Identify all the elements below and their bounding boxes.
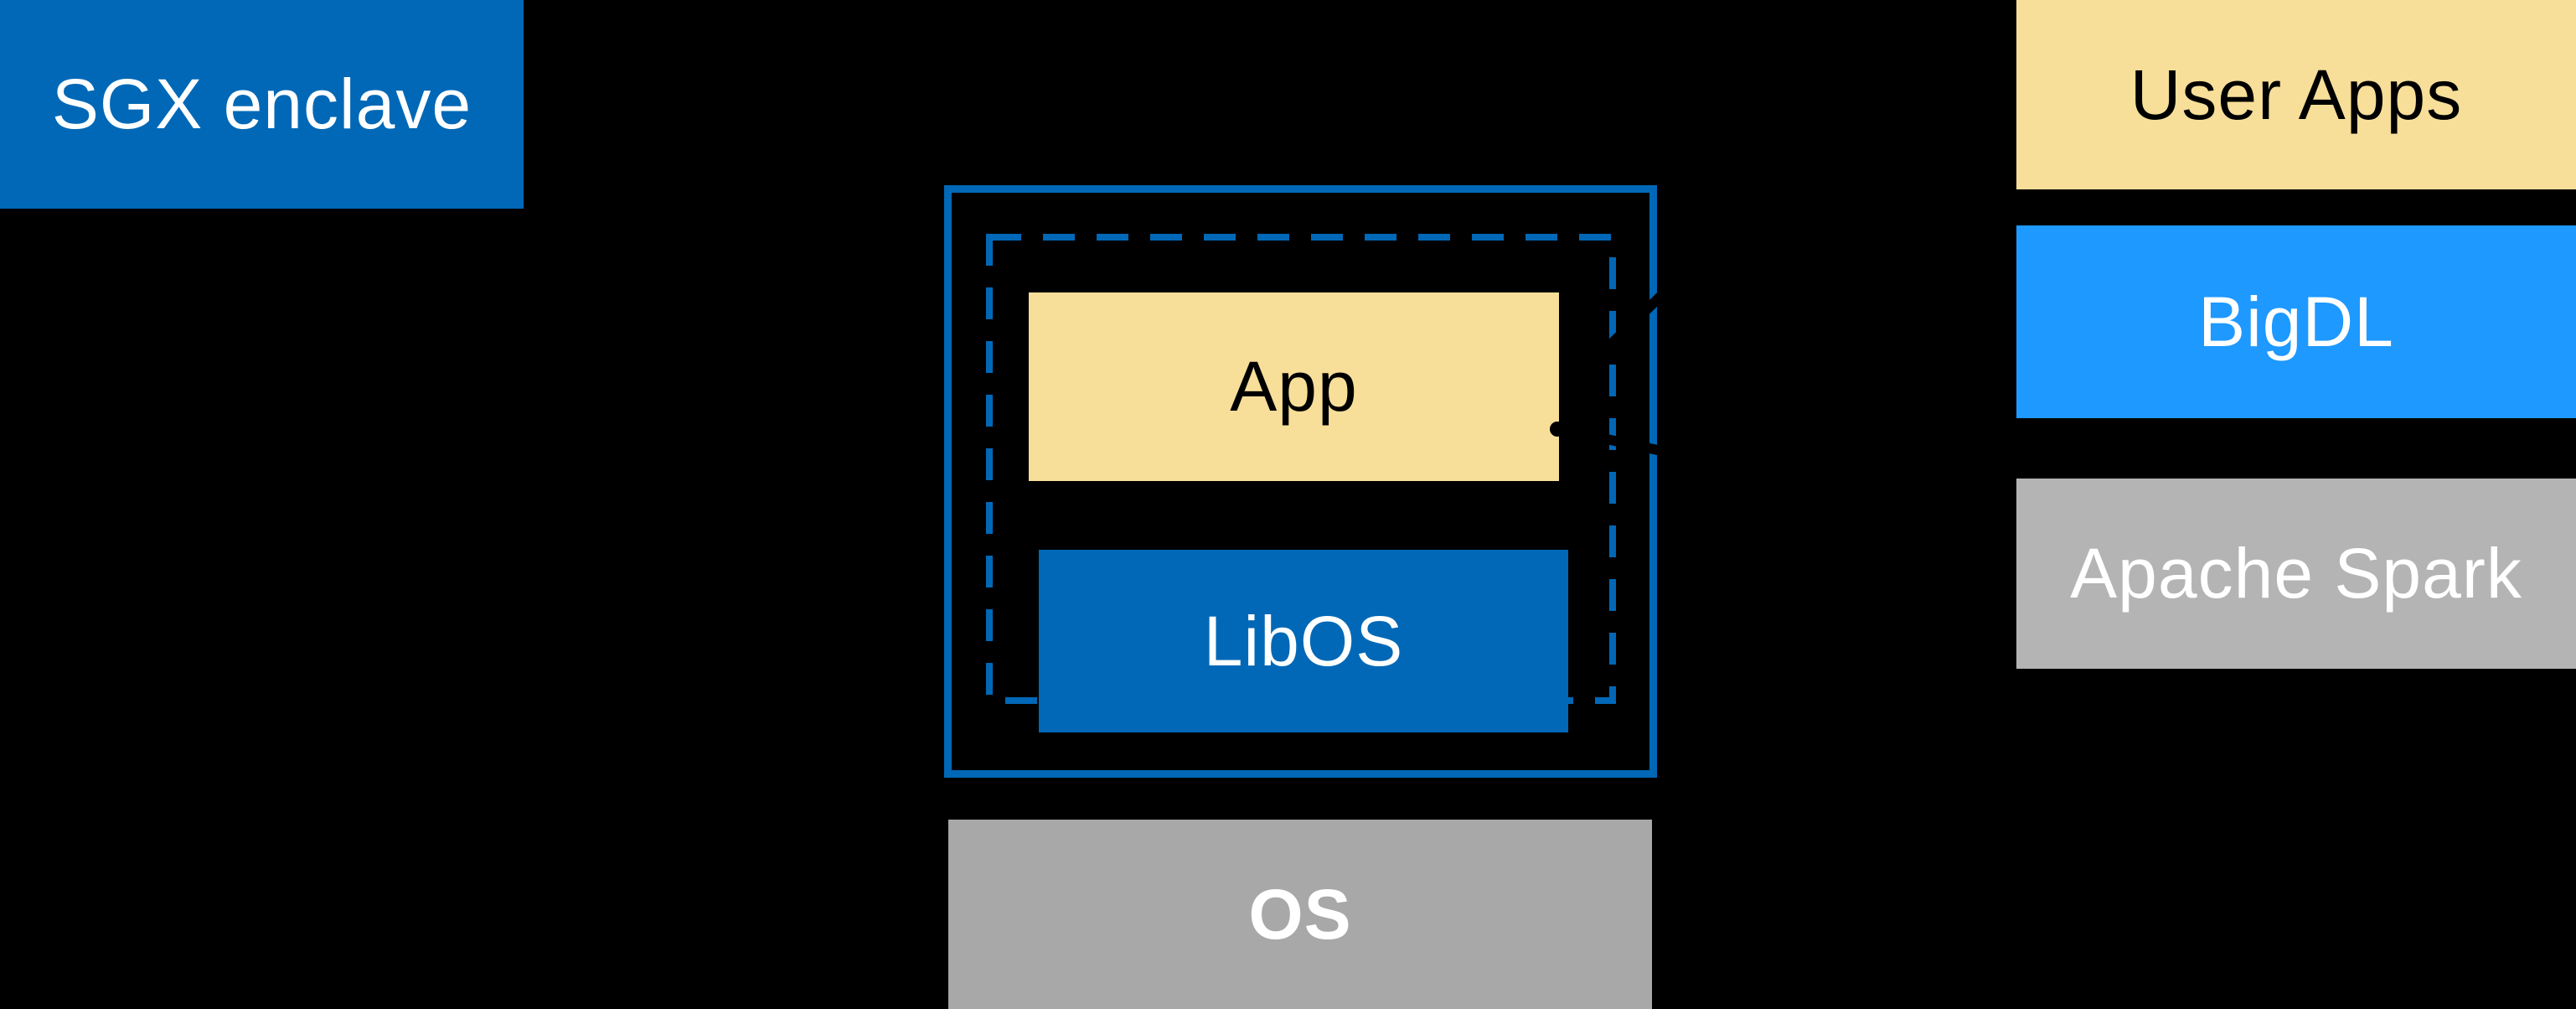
os-label: OS (1248, 874, 1352, 954)
apache-spark-box: Apache Spark (2016, 479, 2576, 669)
libos-box: LibOS (1039, 550, 1568, 732)
libos-label: LibOS (1203, 601, 1404, 680)
apache-spark-label: Apache Spark (2070, 534, 2522, 613)
app-label: App (1230, 347, 1358, 426)
os-box: OS (948, 820, 1652, 1009)
app-box: App (1029, 292, 1559, 481)
sgx-enclave-label: SGX enclave (51, 65, 472, 143)
sgx-enclave-box: SGX enclave (0, 0, 524, 209)
enclave-solid-border (944, 185, 1657, 778)
bigdl-label: BigDL (2198, 282, 2394, 361)
leader-dot-sgx-edge (514, 507, 529, 522)
user-apps-label: User Apps (2129, 54, 2463, 134)
user-apps-box: User Apps (2016, 0, 2576, 189)
bigdl-box: BigDL (2016, 225, 2576, 418)
